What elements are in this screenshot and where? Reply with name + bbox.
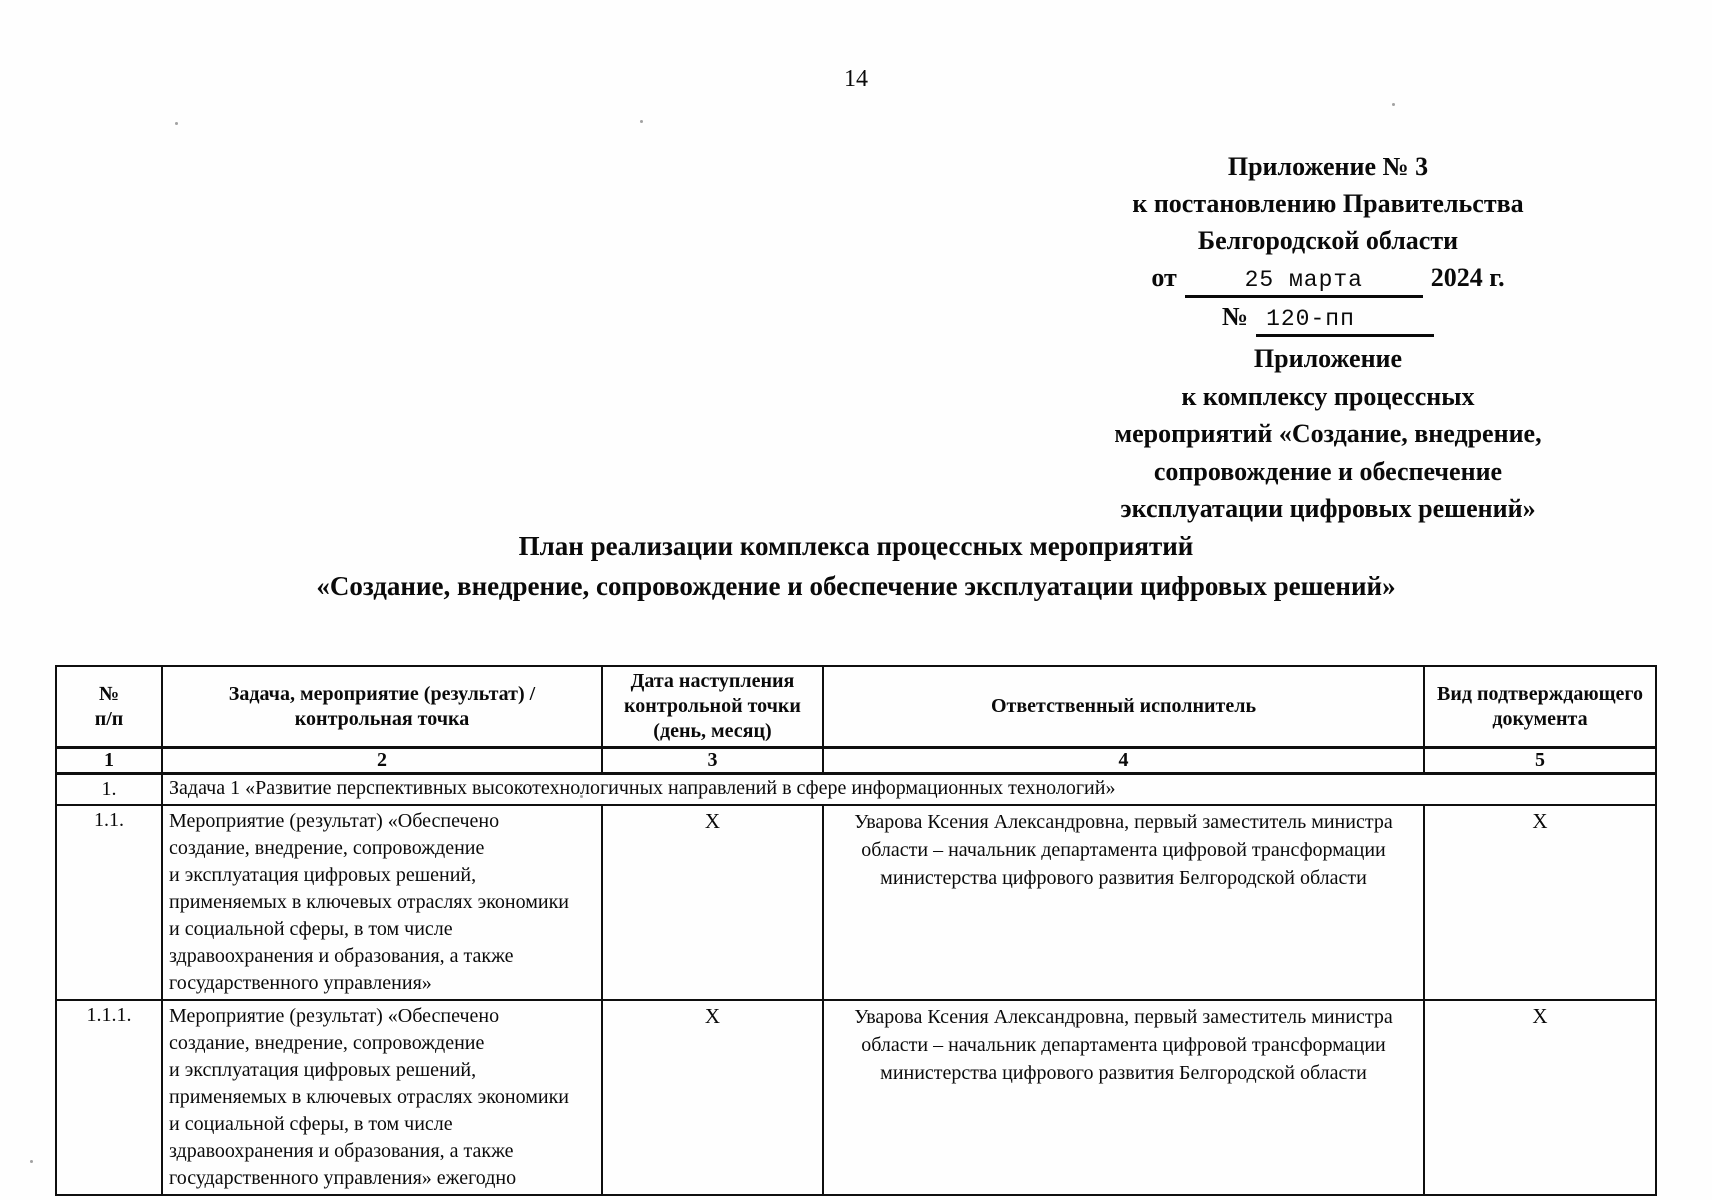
annex-line: Белгородской области (1197, 226, 1459, 255)
column-number-cell: 5 (1423, 746, 1657, 775)
column-number-cell: 2 (161, 746, 603, 775)
row-number-cell: 1.1.1. (55, 999, 163, 1196)
table-row-1-1-1: 1.1.1. Мероприятие (результат) «Обеспече… (55, 999, 1657, 1196)
annex-block: Приложение № 3 к постановлению Правитель… (1078, 148, 1578, 337)
annex-line: Приложение № 3 (1227, 152, 1429, 181)
col-header-num: № п/п (55, 665, 163, 749)
executor-cell: Уварова Ксения Александровна, первый зам… (822, 999, 1425, 1196)
date-prefix: от (1151, 263, 1177, 292)
task-cell: Мероприятие (результат) «Обеспечено созд… (161, 999, 603, 1196)
plan-table: № п/п Задача, мероприятие (результат) / … (55, 665, 1657, 1196)
appendix-line: Приложение (1253, 344, 1403, 373)
date-blank: 25 марта (1184, 263, 1423, 298)
number-blank: 120-пп (1256, 302, 1435, 337)
task-cell: Мероприятие (результат) «Обеспечено созд… (161, 804, 603, 1001)
date-suffix: 2024 г. (1430, 263, 1505, 292)
annex-number-line: № 120-пп (1078, 298, 1578, 337)
document-cell: X (1423, 999, 1657, 1196)
scan-speck (175, 122, 178, 125)
scan-speck (1392, 103, 1395, 106)
scan-speck (580, 795, 583, 798)
task-cell: Задача 1 «Развитие перспективных высокот… (161, 772, 1657, 806)
column-number-cell: 1 (55, 746, 163, 775)
table-header-row: № п/п Задача, мероприятие (результат) / … (55, 665, 1657, 749)
date-cell: X (601, 804, 824, 1001)
title-line-1: План реализации комплекса процессных мер… (518, 531, 1194, 561)
col-header-task: Задача, мероприятие (результат) / контро… (161, 665, 603, 749)
table-row-1-1: 1.1. Мероприятие (результат) «Обеспечено… (55, 804, 1657, 1001)
col-header-executor: Ответственный исполнитель (822, 665, 1425, 749)
annex-date-line: от 25 марта 2024 г. (1078, 259, 1578, 298)
number-value: 120-пп (1266, 306, 1355, 332)
document-title: План реализации комплекса процессных мер… (56, 526, 1656, 606)
appendix-line: эксплуатации цифровых решений» (1120, 494, 1536, 523)
col-header-date: Дата наступления контрольной точки (день… (601, 665, 824, 749)
annex-line: к постановлению Правительства (1132, 189, 1524, 218)
appendix-line: сопровождение и обеспечение (1153, 456, 1503, 486)
appendix-block: Приложение к комплексу процессных меропр… (1048, 340, 1608, 528)
number-sign: № (1221, 302, 1249, 331)
col-header-document: Вид подтверждающего документа (1423, 665, 1657, 749)
row-number-cell: 1.1. (55, 804, 163, 1001)
page-number: 14 (844, 66, 868, 92)
title-line-2: «Создание, внедрение, сопровождение и об… (316, 571, 1396, 601)
column-numbers-row: 1 2 3 4 5 (55, 746, 1657, 775)
executor-cell: Уварова Ксения Александровна, первый зам… (822, 804, 1425, 1001)
table-row-task1: 1. Задача 1 «Развитие перспективных высо… (55, 772, 1657, 806)
row-number-cell: 1. (55, 772, 163, 806)
appendix-line: мероприятий «Создание, внедрение, (1114, 419, 1542, 448)
scan-speck (30, 1160, 33, 1163)
date-cell: X (601, 999, 824, 1196)
date-value: 25 марта (1244, 267, 1363, 293)
column-number-cell: 4 (822, 746, 1425, 775)
document-cell: X (1423, 804, 1657, 1001)
scan-speck (640, 120, 643, 123)
appendix-line: к комплексу процессных (1181, 381, 1475, 411)
column-number-cell: 3 (601, 746, 824, 775)
